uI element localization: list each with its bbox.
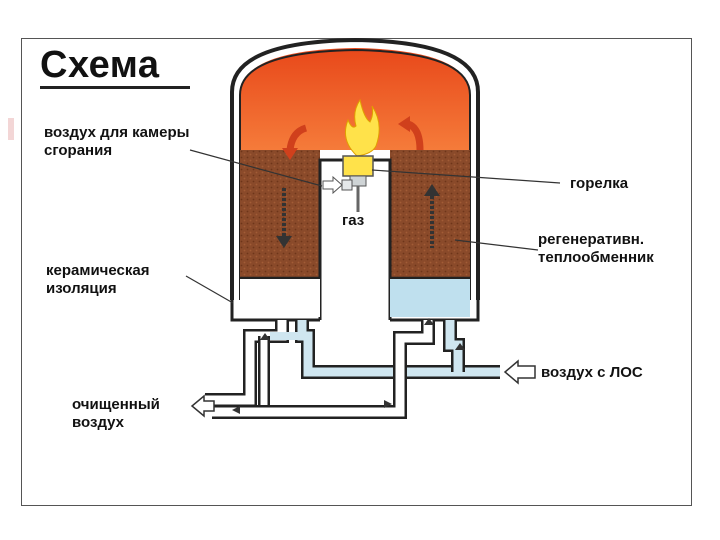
left-bottom-chamber — [240, 279, 320, 317]
left-heat-exchanger — [240, 150, 320, 277]
left-flow-arrow — [286, 124, 308, 151]
right-bottom-chamber — [390, 279, 470, 317]
page-title: Схема — [40, 44, 160, 86]
title-underline — [40, 86, 190, 89]
inlet-arrow — [503, 359, 536, 385]
label-burner: горелка — [570, 175, 629, 192]
label-clean-air: очищенный воздух — [72, 396, 160, 431]
label-combustion-air: воздух для камеры сгорания — [44, 124, 190, 159]
combustion-air-arrow — [322, 175, 343, 195]
burner-flame — [345, 98, 380, 157]
outer-shell — [230, 37, 480, 300]
outlet-arrow — [190, 394, 215, 418]
label-ceramic-insulation: керамическая изоляция — [46, 262, 150, 297]
label-air-in: воздух с ЛОС — [541, 364, 643, 381]
burner — [342, 155, 374, 177]
label-regenerative-exchanger: регенеративн. теплообменник — [538, 231, 654, 266]
label-gas: газ — [342, 212, 365, 229]
